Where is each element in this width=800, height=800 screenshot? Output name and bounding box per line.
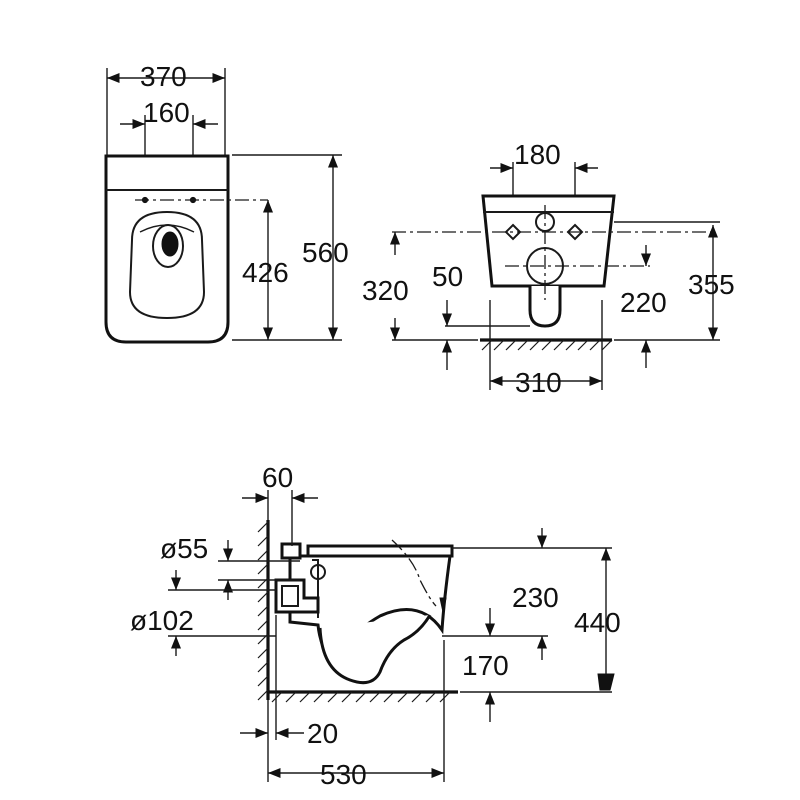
dim-side-length: 530 <box>320 759 367 790</box>
dim-side-outlet-height: 170 <box>462 650 509 681</box>
dim-front-fix-height: 320 <box>362 275 409 306</box>
front-view-body <box>481 194 616 288</box>
dim-front-drain-height: 220 <box>620 287 667 318</box>
side-view-seat <box>306 544 454 558</box>
front-view: 180 320 50 220 355 310 <box>362 139 735 398</box>
dim-top-fix-spacing: 160 <box>143 97 190 128</box>
side-view-inlet-fitting <box>310 564 326 580</box>
dim-top-fix-depth: 426 <box>242 257 289 288</box>
dim-front-fix-spacing: 180 <box>514 139 561 170</box>
dim-side-wall-offset: 20 <box>307 718 338 749</box>
top-view: 370 160 426 560 <box>104 61 349 344</box>
dim-top-length: 560 <box>302 237 349 268</box>
dim-side-total-height: 440 <box>574 607 621 638</box>
dim-front-drain-offset: 50 <box>432 261 463 292</box>
dim-side-inlet-diameter: ø55 <box>160 533 208 564</box>
top-view-seat <box>128 210 206 320</box>
dim-top-width: 370 <box>140 61 187 92</box>
side-view: 60 ø55 ø102 230 440 170 20 530 <box>130 462 621 790</box>
dim-front-width: 310 <box>515 367 562 398</box>
dim-side-outlet-diameter: ø102 <box>130 605 194 636</box>
dim-side-inlet-height: 230 <box>512 582 559 613</box>
top-view-flush-hole <box>152 224 184 268</box>
dim-side-wall-gap: 60 <box>262 462 293 493</box>
front-view-outlet <box>528 286 562 328</box>
dim-front-total-height: 355 <box>688 269 735 300</box>
